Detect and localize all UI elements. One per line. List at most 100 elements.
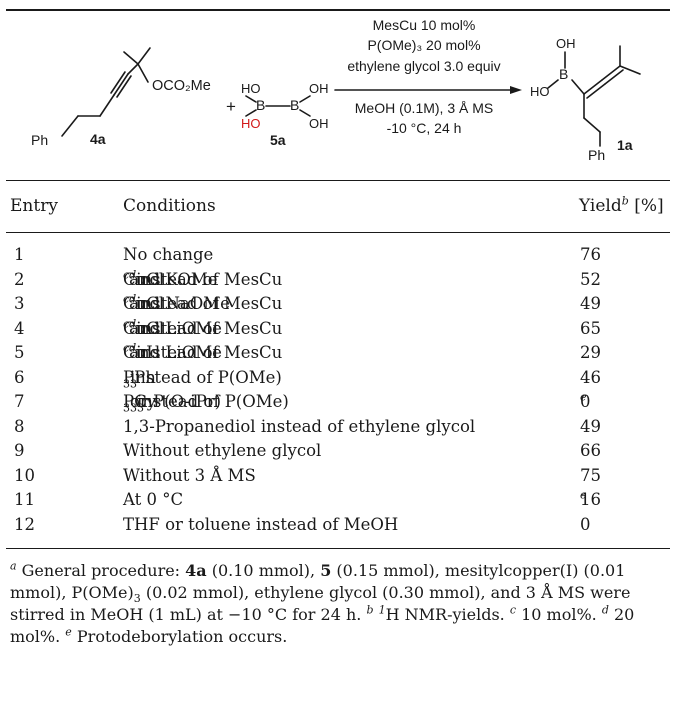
footnote-segment: 1 [378,603,386,617]
footnote-segment: Protodeborylation occurs. [71,627,288,646]
oxygen-bond [137,63,149,83]
b-o-bond [299,95,311,103]
entry-cell: 11 [14,490,35,509]
compound-label-4a: 4a [90,131,106,147]
allene-bond [586,83,606,99]
bond-line [127,63,139,75]
diboron-ho-bottom: HO [241,116,261,131]
top-rule [6,9,670,11]
conditions-segment: THF or toluene instead of MeOH [123,514,399,534]
footnote-text: a General procedure: 4a (0.10 mmol), 5 (… [10,560,670,648]
footnote-segment: 5 [320,561,332,580]
footnote-segment: H NMR-yields. [385,605,510,624]
header-conditions: Conditions [123,196,216,216]
triple-bond-line [110,71,126,94]
allene-bond [601,65,621,81]
b-c-bond [571,79,585,95]
conditions-segment: 3 [130,401,137,415]
footnote-segment: c [509,603,517,617]
diboron-b-right: B [290,97,299,113]
bond-line [99,94,115,117]
entry-cell: 5 [14,343,25,362]
conditions-segment: PPh [123,367,156,387]
conditions-segment: c [123,317,130,330]
table-footnote: a General procedure: 4a (0.10 mmol), 5 (… [10,560,670,648]
allene-bond [604,69,624,85]
conditions-segment: c [123,292,130,306]
footnote-segment: d [601,603,609,617]
conditions-segment: d [129,268,137,281]
yield-segment: e [580,488,587,502]
conditions-segment: d [129,292,137,306]
condition-below-1: MeOH (0.1M), 3 Å MS [355,100,493,116]
conditions-segment: instead of MesCu [136,318,283,338]
header-yield-text: Yield [579,196,622,216]
yield-segment: 66 [580,441,601,460]
condition-above-1: MesCu 10 mol% [373,17,476,33]
yield-segment: 49 [580,294,601,313]
bottom-rule [6,548,670,549]
b-o-bond [299,109,311,117]
entry-cell: 3 [14,294,25,313]
header-yield: Yieldb [%] [579,194,664,216]
diboron-oh-top: OH [309,81,329,96]
header-yield-unit: [%] [628,196,664,216]
methyl-bond [137,47,151,65]
header-yield-sup: b [621,194,629,208]
footnote-segment: b [366,603,374,617]
product-ph-label: Ph [588,147,605,163]
reactant-ester-group: OCO₂Me [152,78,211,94]
conditions-segment: and LiOMe [129,318,222,338]
conditions-segment: d [129,317,137,330]
yield-segment: 76 [580,245,601,264]
condition-below-2: -10 °C, 24 h [387,120,462,136]
b-o-bond [245,109,257,117]
reaction-scheme: Ph OCO₂Me 4a + HO HO B B OH OH 5a MesCu … [31,17,641,163]
entry-cell: 9 [14,441,25,460]
conditions-segment: 3 [130,376,137,390]
yield-segment: 16 [580,490,601,509]
diboron-ho-top: HO [241,81,261,96]
footnote-segment: a [10,559,17,573]
conditions-segment: instead of MesCu [136,343,283,362]
footnote-segment: 10 mol%. [516,605,602,624]
diboron-oh-bottom: OH [309,116,329,131]
b-oh-bond [547,79,559,89]
conditions-segment: d [129,341,137,355]
entry-cell: 8 [14,416,25,436]
yield-segment: 29 [580,343,601,362]
reaction-arrow-head [510,86,522,94]
allene-bond [583,79,603,95]
conditions-segment: and KOMe [129,269,218,289]
entry-cell: 12 [14,514,35,534]
plus-sign: + [226,97,236,116]
conditions-segment: CuCl [123,318,165,338]
conditions-segment: CuCl [123,294,165,313]
entry-cell: 4 [14,318,25,338]
footnote-segment: (0.02 mmol), ethylene glycol (0.30 mmol)… [10,583,631,624]
yield-segment: e [580,390,587,404]
diboron-b-left: B [256,97,265,113]
entry-cell: 6 [14,367,25,387]
yield-segment: 65 [580,318,601,338]
methyl-bond [619,65,641,75]
entry-cell: 7 [14,392,25,411]
conditions-segment: 3 [123,376,130,390]
conditions-segment: 3 [137,401,144,415]
entry-cell: 1 [14,245,25,264]
conditions-segment: CuCl [123,269,165,289]
conditions-segment: or P(O-iPr) [130,392,222,411]
chain-bond [583,117,601,133]
conditions-segment: instead of P(OMe) [137,392,289,411]
yield-segment: 49 [580,416,601,436]
conditions-segment: instead of MesCu [136,269,283,289]
